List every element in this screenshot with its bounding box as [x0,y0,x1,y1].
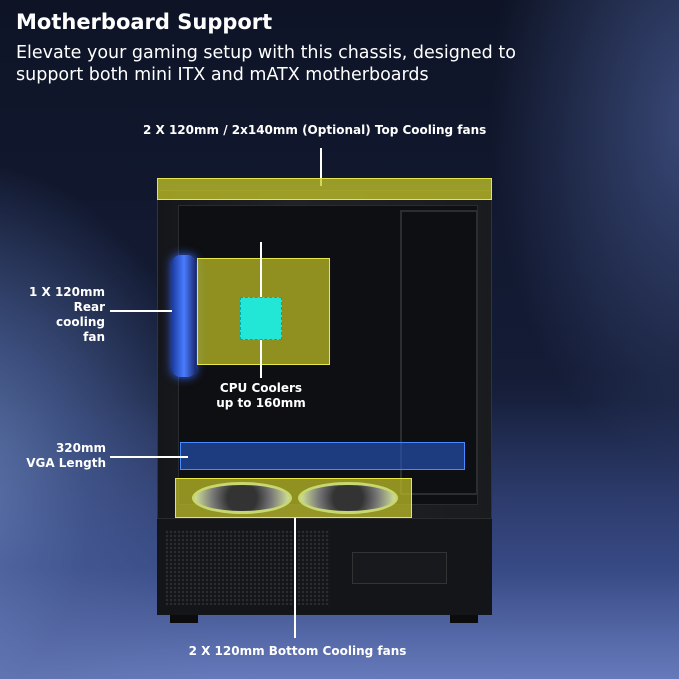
vga-leader-line [110,456,188,458]
label-line: 320mm [55,441,106,455]
top-fans-label: 2 X 120mm / 2x140mm (Optional) Top Cooli… [143,123,487,137]
label-line: VGA Length [26,456,106,470]
cpu-leader-line [260,340,262,378]
fan-icon [298,482,398,514]
label-line: 1 X 120mm [28,285,105,299]
gpu-highlight [180,442,465,470]
label-line: cooling [56,315,105,329]
bottom-fans-leader-line [294,518,296,638]
top-fans-leader-line [320,148,322,186]
page-title: Motherboard Support [16,10,273,34]
case-foot [450,615,478,623]
rear-fan-highlight [172,255,196,377]
top-fans-highlight [157,178,492,200]
mb-leader-line [260,242,262,297]
vga-label: 320mm VGA Length [20,441,106,471]
cpu-cooler-label: CPU Coolers up to 160mm [200,381,322,411]
label-line: CPU Coolers [219,381,303,395]
description: Elevate your gaming setup with this chas… [16,43,516,85]
label-line: up to 160mm [216,396,306,410]
rear-fan-label: 1 X 120mm Rear cooling fan [20,285,105,345]
label-line: Rear [73,300,105,314]
front-io-panel [352,552,447,584]
shroud-mesh [165,530,330,605]
rear-fan-leader-line [110,310,172,312]
rear-bracket [400,210,478,495]
label-line: fan [83,330,105,344]
cpu-highlight [240,297,282,340]
fan-icon [192,482,292,514]
case-foot [170,615,198,623]
bottom-fans-label: 2 X 120mm Bottom Cooling fans [188,644,407,658]
